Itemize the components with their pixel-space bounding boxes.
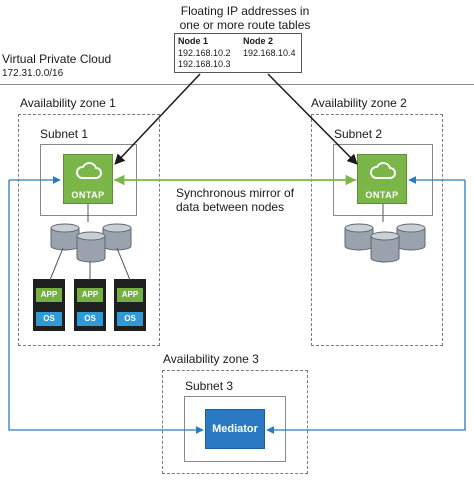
os-label-3: OS bbox=[117, 312, 143, 326]
floating-ip-table: Node 1 Node 2 192.168.10.2 192.168.10.3 … bbox=[174, 33, 302, 73]
node2-ip-1: 192.168.10.4 bbox=[243, 48, 296, 58]
ontap-node1-label: ONTAP bbox=[71, 190, 105, 200]
az3-box bbox=[162, 370, 308, 474]
app-os-block-1: APP OS bbox=[33, 279, 65, 331]
app-os-block-2: APP OS bbox=[74, 279, 106, 331]
mirror-label-line1: Synchronous mirror of bbox=[176, 186, 295, 200]
app-os-block-3: APP OS bbox=[114, 279, 146, 331]
callout-title-line2: one or more route tables bbox=[179, 18, 311, 32]
arrow-icon bbox=[114, 73, 201, 165]
subnet3-label: Subnet 3 bbox=[185, 379, 234, 393]
ontap-node2: ONTAP bbox=[357, 154, 407, 204]
app-label-2: APP bbox=[77, 288, 103, 302]
callout-title-line1: Floating IP addresses in bbox=[180, 4, 310, 18]
arrow-icon bbox=[267, 73, 358, 165]
os-label-1: OS bbox=[36, 312, 62, 326]
mediator-node: Mediator bbox=[205, 409, 265, 449]
az1-label: Availability zone 1 bbox=[20, 96, 116, 110]
node1-header: Node 1 bbox=[178, 36, 209, 46]
app-label-3: APP bbox=[117, 288, 143, 302]
vpc-boundary bbox=[0, 84, 474, 85]
subnet1-label: Subnet 1 bbox=[40, 127, 89, 141]
subnet2-label: Subnet 2 bbox=[334, 127, 383, 141]
mirror-label-line2: data between nodes bbox=[176, 200, 285, 214]
vpc-cidr: 172.31.0.0/16 bbox=[2, 68, 64, 79]
os-label-2: OS bbox=[77, 312, 103, 326]
cloud-icon bbox=[370, 162, 396, 179]
node2-header: Node 2 bbox=[243, 36, 274, 46]
az3-label: Availability zone 3 bbox=[163, 352, 259, 366]
disk-stack-icon bbox=[344, 223, 426, 263]
az2-label: Availability zone 2 bbox=[311, 96, 407, 110]
cloud-icon bbox=[76, 162, 102, 179]
az1-box bbox=[18, 114, 160, 346]
node1-ip-2: 192.168.10.3 bbox=[178, 59, 231, 69]
ontap-node1: ONTAP bbox=[63, 154, 113, 204]
vpc-title: Virtual Private Cloud bbox=[2, 52, 112, 66]
node1-ip-1: 192.168.10.2 bbox=[178, 48, 231, 58]
ontap-node2-label: ONTAP bbox=[365, 190, 399, 200]
az2-box bbox=[311, 114, 443, 346]
app-label-1: APP bbox=[36, 288, 62, 302]
disk-stack-icon bbox=[50, 223, 132, 263]
